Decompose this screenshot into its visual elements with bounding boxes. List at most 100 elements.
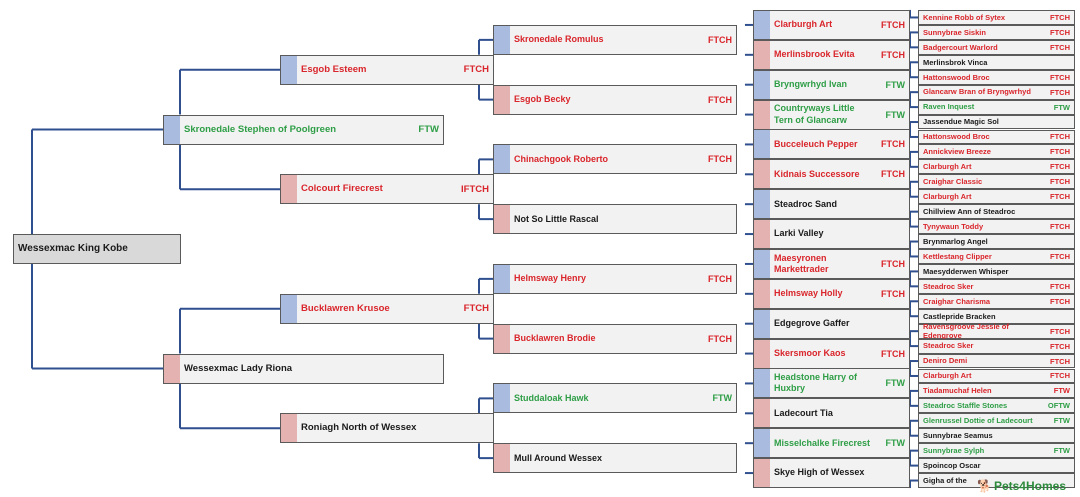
title-badge: FTCH xyxy=(708,94,732,105)
dam-marker xyxy=(494,324,510,353)
dam-marker xyxy=(494,85,510,114)
dog-name: Glenrussel Dottie of Ladecourt xyxy=(923,416,1033,426)
dog-name: Mull Around Wessex xyxy=(514,452,603,463)
dog-name: Bucklawren Brodie xyxy=(514,333,596,343)
dog-name: Larki Valley xyxy=(774,228,824,239)
title-badge: FTCH xyxy=(1050,296,1070,306)
dog-name: Countryways Little Tern of Glancarw xyxy=(774,103,855,125)
sire-marker xyxy=(164,115,180,144)
dog-name: Maesyronen Markettrader xyxy=(774,252,829,274)
gen5-entry: Badgercourt Warlord FTCH xyxy=(918,39,1075,55)
dam-marker xyxy=(281,414,297,443)
dog-name: Steadroc Sker xyxy=(923,341,974,351)
title-badge: FTCH xyxy=(1050,42,1070,52)
dog-name: Tiadamuchaf Helen xyxy=(923,386,992,396)
dog-name: Steadroc Staffle Stones xyxy=(923,401,1008,411)
title-badge: FTCH xyxy=(881,288,905,299)
dog-name: Studdaloak Hawk xyxy=(514,392,589,403)
title-badge: FTW xyxy=(1053,386,1070,396)
title-badge: FTCH xyxy=(1050,87,1070,97)
dog-name: Wessexmac Lady Riona xyxy=(184,362,293,374)
gen5-entry: Merlinsbrok Vinca xyxy=(918,54,1075,70)
dog-name: Raven Inquest xyxy=(923,102,975,112)
gen5-entry: Gigha of the xyxy=(918,473,1075,488)
dog-name: Gigha of the xyxy=(923,475,967,485)
sire-marker xyxy=(754,429,770,458)
sire-marker xyxy=(754,190,770,219)
gen4-entry: Skersmoor Kaos FTCH xyxy=(753,338,910,369)
dam-marker xyxy=(754,40,770,69)
dam-marker xyxy=(754,339,770,368)
dog-name: Steadroc Sker xyxy=(923,281,974,291)
dog-name: Bucceleuch Pepper xyxy=(774,138,858,149)
gen5-entry: Jassendue Magic Sol xyxy=(918,114,1075,130)
dog-name: Badgercourt Warlord xyxy=(923,42,998,52)
dog-name: Skronedale Stephen of Poolgreen xyxy=(184,123,337,135)
title-badge: FTW xyxy=(712,393,733,404)
gen5-entry: Glenrussel Dottie of Ladecourt FTW xyxy=(918,413,1075,429)
title-badge: IFTCH xyxy=(461,183,489,195)
title-badge: FTCH xyxy=(1050,326,1070,336)
dog-name: Ravensgroove Jessie of Edengrove xyxy=(923,321,1009,341)
dog-name: Skersmoor Kaos xyxy=(774,347,846,358)
sire-marker xyxy=(754,10,770,39)
dog-name: Annickview Breeze xyxy=(923,147,991,157)
gen4-entry: Skye High of Wessex xyxy=(753,458,910,489)
title-badge: FTCH xyxy=(881,19,905,30)
gen4-entry: Edgegrove Gaffer xyxy=(753,308,910,339)
dog-name: Castlepride Bracken xyxy=(923,311,996,321)
dog-name: Misselchalke Firecrest xyxy=(774,437,871,448)
gen5-entry: Castlepride Bracken xyxy=(918,308,1075,324)
dog-name: Kettlestang Clipper xyxy=(923,251,992,261)
dog-name: Hattonswood Broc xyxy=(923,132,990,142)
gen5-entry: Sunnybrae Seamus xyxy=(918,428,1075,444)
title-badge: FTCH xyxy=(1050,72,1070,82)
sire-marker xyxy=(494,145,510,174)
title-badge: FTW xyxy=(885,378,906,389)
dog-name: Sunnybrae Seamus xyxy=(923,431,993,441)
sire-marker xyxy=(281,55,297,84)
title-badge: FTCH xyxy=(1050,177,1070,187)
title-badge: FTCH xyxy=(881,348,905,359)
dog-name: Craighar Charisma xyxy=(923,296,991,306)
dam-marker xyxy=(754,220,770,249)
grandparents-entry: Roniagh North of Wessex xyxy=(280,413,494,444)
title-badge: FTCH xyxy=(1050,251,1070,261)
parents-entry: Wessexmac Lady Riona xyxy=(163,353,444,384)
pets4homes-logo: 🐕 Pets4Homes xyxy=(977,479,1066,493)
dog-name: Not So Little Rascal xyxy=(514,213,599,224)
title-badge: FTCH xyxy=(1050,356,1070,366)
dog-name: Spoincop Oscar xyxy=(923,460,981,470)
gen5-entry: Maesydderwen Whisper xyxy=(918,263,1075,279)
root-entry: Wessexmac King Kobe xyxy=(13,234,181,264)
dog-name: Merlinsbrook Evita xyxy=(774,49,855,60)
title-badge: FTW xyxy=(885,79,906,90)
gen5-entry: Tiadamuchaf Helen FTW xyxy=(918,383,1075,399)
dam-marker xyxy=(164,354,180,383)
sire-marker xyxy=(494,25,510,54)
title-badge: FTW xyxy=(1053,416,1070,426)
dog-name: Brynmarlog Angel xyxy=(923,236,988,246)
title-badge: FTCH xyxy=(1050,192,1070,202)
